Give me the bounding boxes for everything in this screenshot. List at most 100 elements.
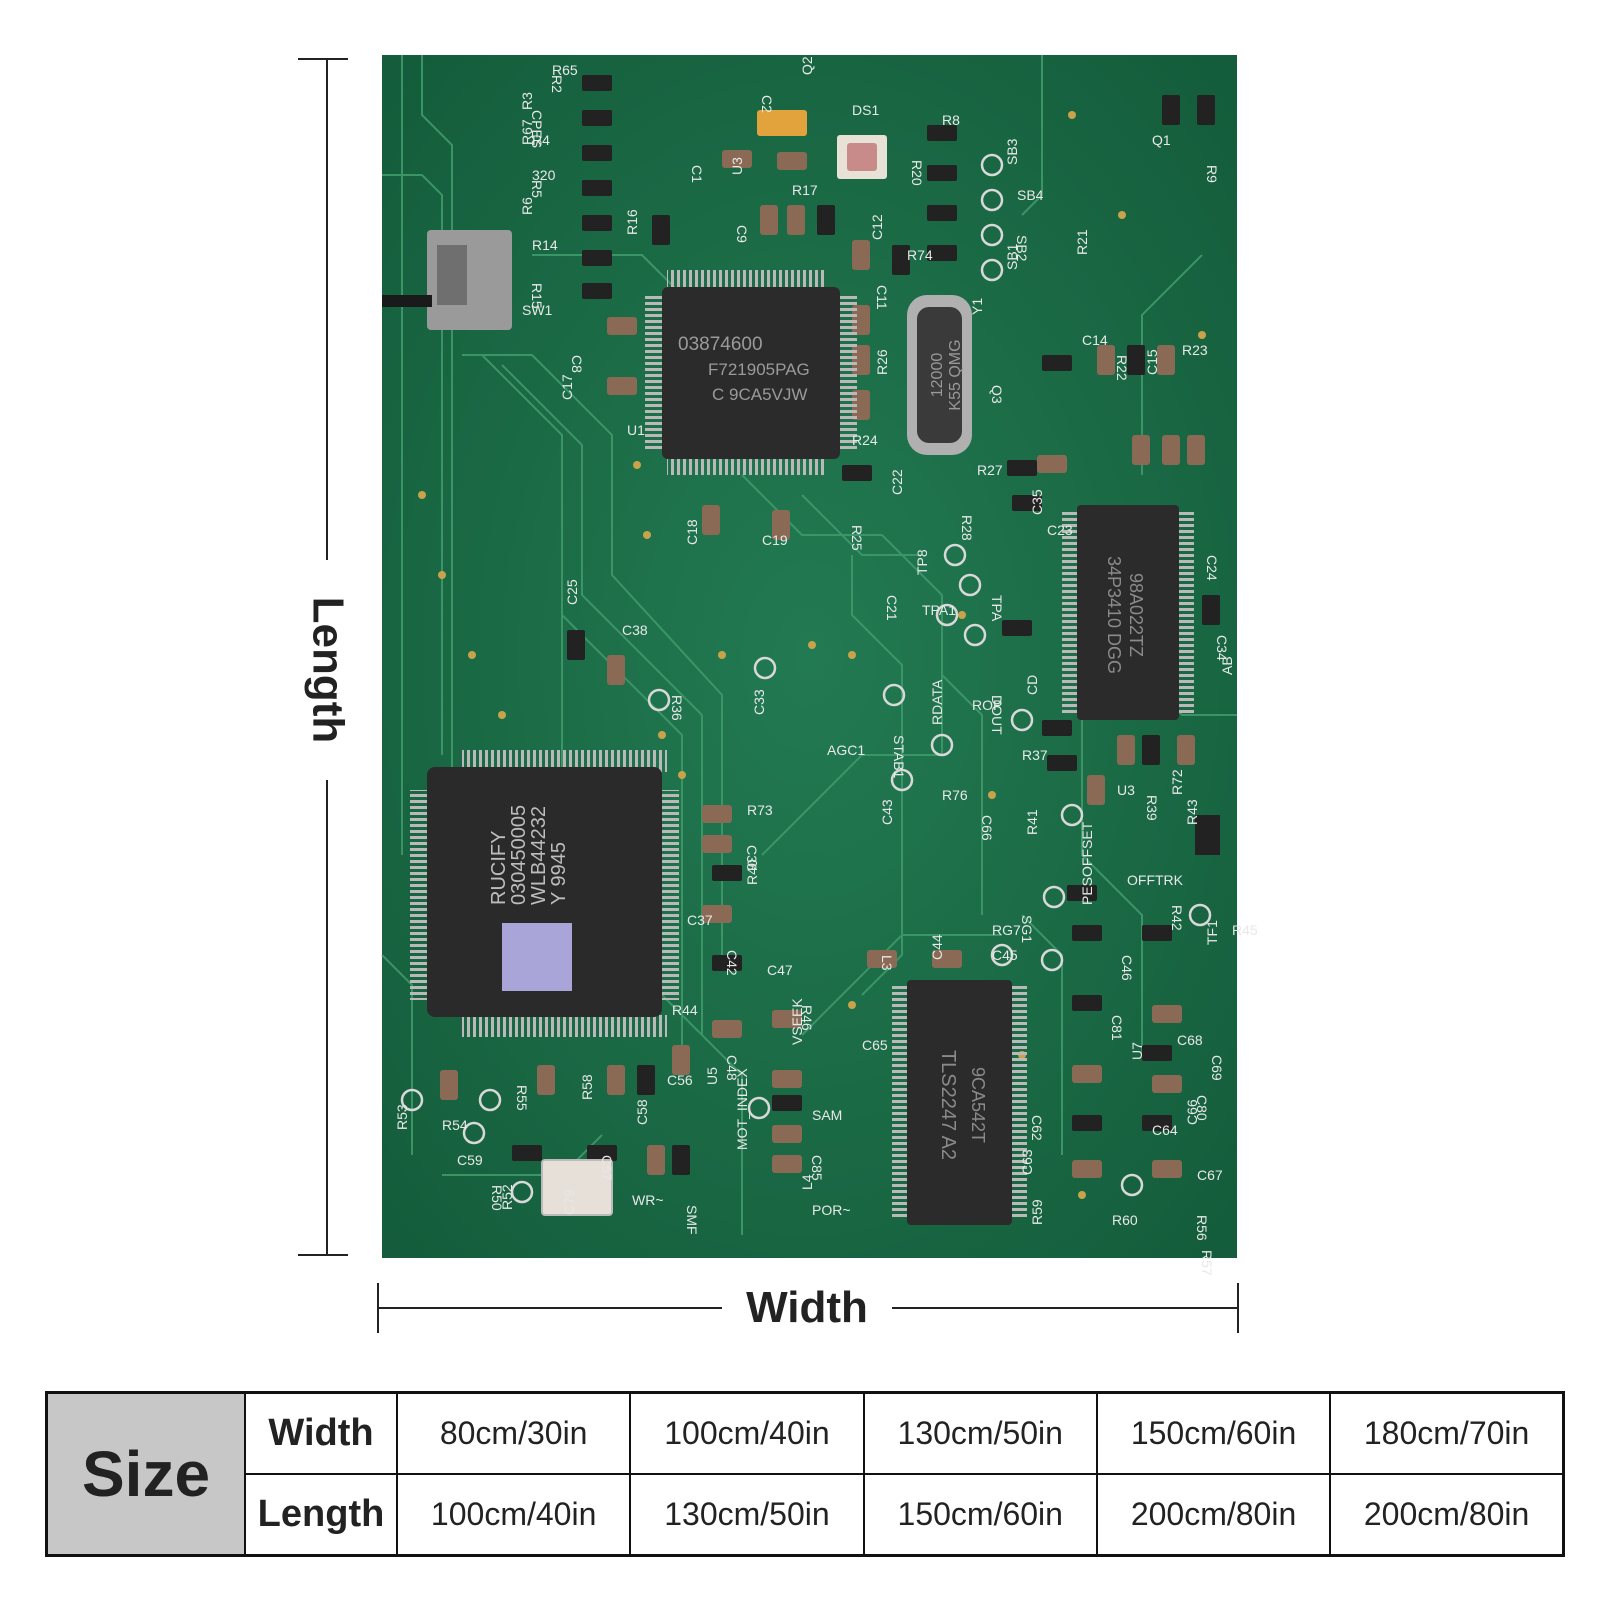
size-table-cell: 180cm/70in — [1329, 1391, 1565, 1475]
size-table-cell: 130cm/50in — [862, 1391, 1098, 1475]
silkscreen-label: R24 — [852, 432, 878, 448]
silkscreen-label: CPES — [529, 110, 545, 148]
silkscreen-label: C47 — [767, 962, 793, 978]
silkscreen-label: SG1 — [1019, 915, 1035, 943]
silkscreen-label: C22 — [889, 469, 905, 495]
crystal-text-2: K55 QMG — [947, 339, 964, 410]
silkscreen-label: C81 — [1109, 1015, 1125, 1041]
silkscreen-label: Q2 — [799, 56, 815, 75]
silkscreen-label: PESOFFSET — [1079, 821, 1095, 905]
silkscreen-label: C48 — [724, 1055, 740, 1081]
silkscreen-label: R59 — [1029, 1199, 1045, 1225]
silkscreen-label: C9 — [734, 225, 750, 243]
silkscreen-label: R15 — [529, 283, 545, 309]
size-table-cell: 150cm/60in — [1095, 1391, 1332, 1475]
silkscreen-label: R74 — [907, 247, 933, 263]
silkscreen-label: TPA — [989, 595, 1005, 622]
silkscreen-label: R36 — [669, 695, 685, 721]
silkscreen-label: U5 — [704, 1067, 720, 1085]
silkscreen-label: ROP — [972, 697, 1002, 713]
silkscreen-label: R23 — [1182, 342, 1208, 358]
width-dimension-cap-left — [377, 1283, 379, 1333]
silkscreen-label: SB3 — [1004, 138, 1020, 165]
silkscreen-label: C45 — [992, 947, 1018, 963]
chip-u3: 98A022TZ 34P3410 DGG — [1062, 505, 1194, 720]
size-table-cell: 200cm/80in — [1095, 1473, 1332, 1557]
silkscreen-label: C24 — [1204, 555, 1220, 581]
silkscreen-label: RG7 — [992, 922, 1021, 938]
silkscreen-label: VSEEK — [789, 998, 805, 1045]
silkscreen-label: C56 — [667, 1072, 693, 1088]
silkscreen-label: POR~ — [812, 1202, 851, 1218]
silkscreen-label: R52 — [499, 1184, 515, 1210]
silkscreen-label: R39 — [1144, 795, 1160, 821]
silkscreen-label: U7 — [1129, 1042, 1145, 1060]
size-table-row-length: Length 100cm/40in 130cm/50in 150cm/60in … — [47, 1473, 1565, 1557]
silkscreen-label: RDATA — [929, 679, 945, 725]
silkscreen-label: WR~ — [632, 1192, 664, 1208]
silkscreen-label: C8 — [569, 355, 585, 373]
silkscreen-label: C17 — [559, 374, 575, 400]
silkscreen-label: R67 — [519, 119, 535, 145]
silkscreen-label: R60 — [1112, 1212, 1138, 1228]
size-table-row-label: Width — [244, 1391, 398, 1475]
silkscreen-label: C35 — [1029, 489, 1045, 515]
silkscreen-label: R22 — [1114, 355, 1130, 381]
silkscreen-label: R4 — [532, 132, 550, 148]
silkscreen-label: R76 — [942, 787, 968, 803]
silkscreen-label: C37 — [687, 912, 713, 928]
chip-main: RUCIFY 030450005 WLB44232 Y 9945 — [410, 750, 679, 1037]
silkscreen-label: C36 — [744, 845, 760, 871]
silkscreen-label: 320 — [532, 167, 556, 183]
silkscreen-label: C2 — [759, 95, 775, 113]
width-dimension-cap-right — [1237, 1283, 1239, 1333]
silkscreen-label: R44 — [672, 1002, 698, 1018]
size-table-cell: 100cm/40in — [629, 1391, 865, 1475]
size-table-row-label: Length — [244, 1473, 398, 1557]
silkscreen-label: C43 — [879, 799, 895, 825]
silkscreen-label: R5 — [529, 180, 545, 198]
silkscreen-label: C85 — [809, 1155, 825, 1181]
size-table-row-width: Size Width 80cm/30in 100cm/40in 130cm/50… — [45, 1391, 1565, 1557]
silkscreen-label: C68 — [1177, 1032, 1203, 1048]
silkscreen-label: C66 — [1184, 1099, 1200, 1125]
silkscreen-label: C80 — [1194, 1095, 1210, 1121]
silkscreen-label: SW1 — [522, 302, 553, 318]
silkscreen-label: R28 — [959, 515, 975, 541]
silkscreen-label: C69 — [1209, 1055, 1225, 1081]
silkscreen-label: R56 — [1194, 1215, 1210, 1241]
switch-sw1 — [382, 230, 512, 330]
silkscreen-label: L4 — [799, 1174, 815, 1190]
silkscreen-label: OFFTRK — [1127, 872, 1184, 888]
silkscreen-label: R73 — [747, 802, 773, 818]
silkscreen-label: C58 — [634, 1099, 650, 1125]
silkscreen-label: C12 — [869, 214, 885, 240]
size-table-cell: 80cm/30in — [395, 1391, 632, 1475]
length-dimension-cap-bottom — [298, 1254, 348, 1256]
chip-u7: TLS2247 A2 9CA542T — [892, 980, 1027, 1225]
silkscreen-label: R8 — [942, 112, 960, 128]
chip-u3-text-2: 34P3410 DGG — [1104, 556, 1124, 674]
length-dimension-cap-top — [298, 58, 348, 60]
chip-u1-text-1: 03874600 — [678, 334, 763, 355]
silkscreen-label: Q3 — [989, 385, 1005, 404]
silkscreen-label: R21 — [1074, 229, 1090, 255]
silkscreen-label: R9 — [1204, 165, 1220, 183]
silkscreen-label: C42 — [724, 950, 740, 976]
width-dimension-label: Width — [722, 1280, 892, 1336]
silkscreen-label: C63 — [1019, 1149, 1035, 1175]
silkscreen-label: C79 — [561, 1189, 577, 1215]
chip-u3-text-1: 98A022TZ — [1126, 573, 1146, 657]
silkscreen-label: L3 — [879, 955, 895, 971]
silkscreen-label: C18 — [684, 519, 700, 545]
silkscreen-label: TF1 — [1204, 920, 1220, 945]
silkscreen-label: C57 — [599, 1155, 615, 1181]
silkscreen-label: C14 — [1082, 332, 1108, 348]
silkscreen-label: R14 — [532, 237, 558, 253]
length-label-text: Length — [303, 596, 353, 744]
silkscreen-label: C65 — [862, 1037, 888, 1053]
silkscreen-label: R42 — [1169, 905, 1185, 931]
silkscreen-label: U1 — [627, 422, 645, 438]
silkscreen-label: R40 — [744, 859, 760, 885]
chip-u1: 03874600 F721905PAG C 9CA5VJW — [645, 270, 857, 475]
